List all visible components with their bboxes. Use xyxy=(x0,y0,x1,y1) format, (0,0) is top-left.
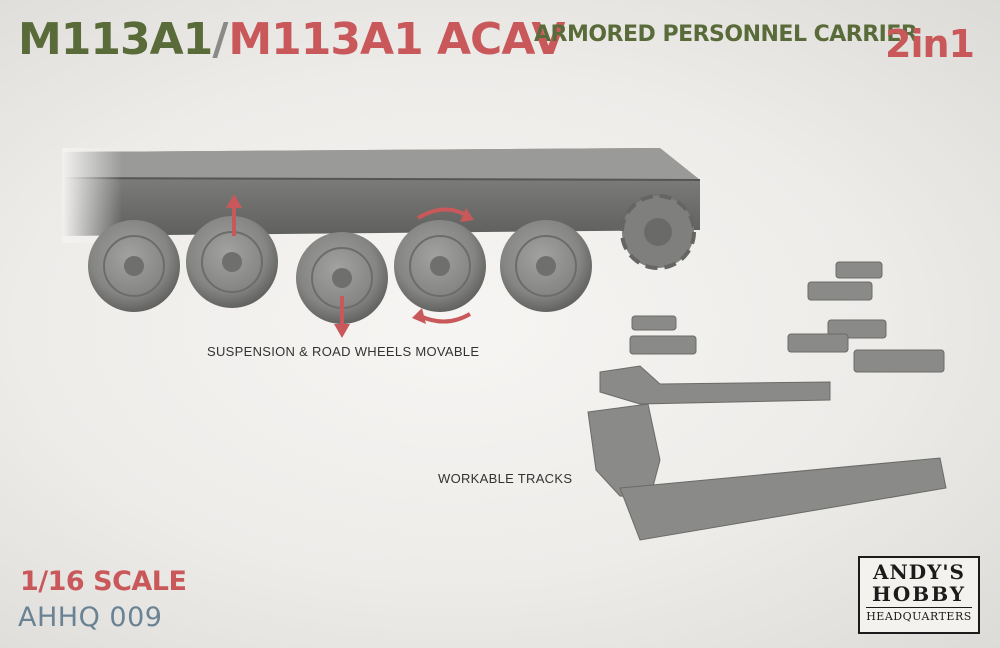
suspension-caption: SUSPENSION & ROAD WHEELS MOVABLE xyxy=(207,344,480,359)
road-wheels xyxy=(88,216,592,324)
product-code: AHHQ 009 xyxy=(18,602,163,633)
drive-sprocket xyxy=(620,194,696,270)
logo-line-2: HOBBY xyxy=(871,582,967,606)
two-in-one-badge: 2in1 xyxy=(885,22,975,66)
road-wheel-4 xyxy=(394,220,486,312)
logo-line-3: HEADQUARTERS xyxy=(866,607,972,624)
main-title: M113A1/M113A1 ACAV xyxy=(18,14,565,65)
track-links xyxy=(587,261,947,541)
hull-side xyxy=(61,148,701,236)
tracks-caption: WORKABLE TRACKS xyxy=(438,471,573,486)
logo-line-1: ANDY'S xyxy=(873,560,965,584)
rotate-arrow-icon xyxy=(412,207,474,324)
title-m113a1-acav: M113A1 ACAV xyxy=(228,14,565,65)
up-arrow-icon xyxy=(226,194,242,236)
scale-label: 1/16 SCALE xyxy=(20,566,187,597)
down-arrow-icon xyxy=(334,296,350,338)
subtitle: ARMORED PERSONNEL CARRIER xyxy=(534,22,918,47)
brand-logo: ANDY'S HOBBY HEADQUARTERS xyxy=(858,556,980,634)
title-m113a1: M113A1 xyxy=(18,14,213,65)
road-wheel-5 xyxy=(500,220,592,312)
road-wheel-1 xyxy=(88,220,180,312)
road-wheel-2 xyxy=(186,216,278,308)
title-slash: / xyxy=(212,14,229,65)
